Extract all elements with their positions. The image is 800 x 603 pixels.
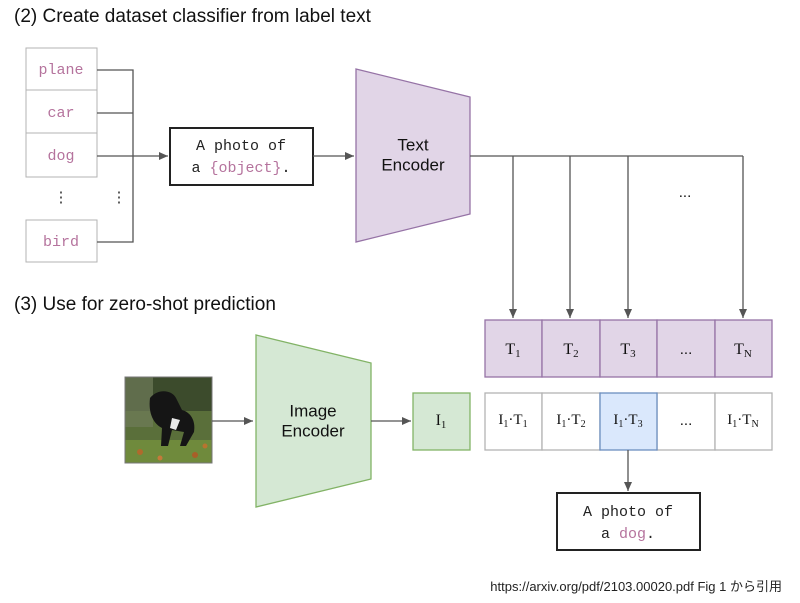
text-embedding-tn: TN: [734, 341, 752, 360]
section-3-heading: (3) Use for zero-shot prediction: [14, 294, 276, 315]
photo-leaf: [192, 452, 198, 458]
prompt-template-line2: a {object}.: [191, 160, 290, 177]
image-encoder-label-line1: Image: [289, 401, 336, 420]
text-embedding-cell: [656, 319, 716, 378]
text-embedding-ellipsis: ...: [680, 341, 693, 358]
label-car: car: [47, 105, 74, 122]
similarity-row: I1·T1 I1·T2 I1·T3 ... I1·TN: [484, 392, 773, 451]
text-embedding-cell: [599, 319, 658, 378]
similarity-i1-t1: I1·T1: [498, 412, 527, 430]
label-box-dog: [25, 132, 98, 178]
label-ellipsis-right: ⋮: [112, 189, 127, 206]
label-plane: plane: [38, 62, 83, 79]
text-embedding-t3: T3: [620, 341, 636, 360]
prompt-template-box: [169, 127, 314, 186]
template-placeholder: {object}: [209, 160, 281, 177]
prediction-result-box: [556, 492, 701, 551]
result-article: a: [601, 526, 610, 543]
result-label: dog: [619, 526, 646, 543]
label-box-car: [25, 89, 98, 134]
label-box-bird: [25, 219, 98, 263]
text-encoder-label-line1: Text: [397, 135, 428, 154]
label-bracket: [97, 69, 168, 243]
dog-photo: [124, 376, 213, 464]
photo-leaf: [202, 443, 208, 449]
similarity-cell-selected: [599, 392, 658, 451]
photo-dog-chest: [170, 418, 180, 430]
text-embedding-cell: [714, 319, 773, 378]
text-embedding-t2: T2: [563, 341, 578, 360]
template-suffix: .: [282, 160, 291, 177]
image-encoder-label-line2: Encoder: [281, 421, 345, 440]
photo-leaf: [137, 449, 143, 455]
similarity-i1-t2: I1·T2: [556, 412, 585, 430]
text-encoder-label-line2: Encoder: [381, 155, 445, 174]
section-2-heading: (2) Create dataset classifier from label…: [14, 6, 371, 27]
result-suffix: .: [646, 526, 655, 543]
photo-leaf: [157, 455, 163, 461]
prompt-template-line1: A photo of: [196, 138, 286, 155]
photo-grass: [125, 440, 212, 463]
similarity-i1-t3: I1·T3: [613, 412, 642, 430]
label-ellipsis-left: ⋮: [54, 189, 69, 206]
image-encoder-shape: [255, 334, 372, 508]
similarity-cell: [484, 392, 543, 451]
photo-border: [124, 376, 213, 464]
similarity-i1-tn: I1·TN: [727, 412, 758, 430]
label-bird: bird: [43, 234, 79, 251]
label-box-plane: [25, 47, 98, 91]
source-citation: https://arxiv.org/pdf/2103.00020.pdf Fig…: [490, 579, 782, 594]
image-embedding-box: [412, 392, 471, 451]
text-embedding-t1: T1: [505, 341, 520, 360]
similarity-ellipsis: ...: [680, 412, 693, 429]
text-encoder-shape: [355, 68, 471, 243]
encoder-output-branches: [470, 155, 747, 318]
image-embedding-i1: I1: [436, 412, 447, 431]
label-dog: dog: [47, 148, 74, 165]
template-article: a: [191, 160, 200, 177]
prediction-result-line1: A photo of: [583, 504, 673, 521]
text-embedding-cell: [484, 319, 543, 378]
similarity-cell: [714, 392, 773, 451]
branch-ellipsis: ...: [679, 184, 692, 201]
similarity-cell: [656, 392, 716, 451]
label-column: plane car dog ⋮ ⋮ bird: [25, 47, 127, 263]
text-embedding-row: T1 T2 T3 ... TN: [484, 319, 773, 378]
photo-light: [125, 377, 153, 427]
